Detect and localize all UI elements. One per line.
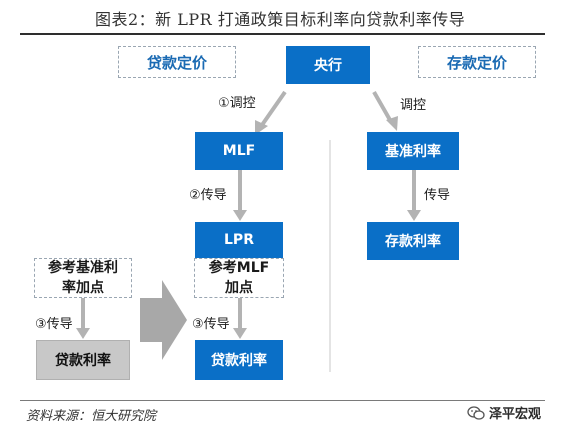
source-note: 资料来源：恒大研究院	[26, 409, 157, 424]
old-reference-node: 参考基准利 率加点	[34, 258, 132, 298]
deposit-pricing-label: 存款定价	[418, 46, 536, 78]
edge-label-cb-to-mlf: ①调控	[218, 96, 256, 111]
arrowhead-cb-to-mlf	[255, 120, 268, 135]
old-reference-line1: 参考基准利	[48, 260, 118, 276]
old-loan-rate-node: 贷款利率	[36, 340, 130, 380]
edge-label-new-ref-to-loan: ③传导	[192, 317, 230, 332]
benchmark-rate-node: 基准利率	[367, 132, 459, 170]
central-bank-node: 央行	[286, 46, 370, 84]
new-reference-node: 参考MLF 加点	[194, 258, 284, 298]
lpr-node: LPR	[195, 222, 283, 258]
arrowhead-old-ref-to-loan	[76, 328, 90, 339]
arrow-cb-to-mlf	[260, 90, 287, 127]
old-reference-line2: 率加点	[62, 280, 104, 296]
arrowhead-mlf-to-lpr	[233, 210, 247, 221]
new-reference-line1: 参考MLF	[208, 260, 270, 276]
watermark-text: 泽平宏观	[489, 407, 542, 422]
footer-divider	[20, 400, 545, 401]
edge-label-old-ref-to-loan: ③传导	[35, 317, 73, 332]
deposit-rate-node: 存款利率	[367, 222, 459, 260]
mlf-node: MLF	[195, 132, 283, 170]
edge-label-mlf-to-lpr: ②传导	[189, 188, 227, 203]
new-loan-rate-node: 贷款利率	[195, 340, 283, 380]
edge-label-benchmark-to-deposit: 传导	[424, 188, 451, 203]
new-reference-line2: 加点	[225, 280, 253, 296]
figure-title: 图表2：新 LPR 打通政策目标利率向贷款利率传导	[95, 10, 466, 29]
arrow-cb-to-benchmark	[372, 91, 392, 121]
arrowhead-benchmark-to-deposit	[407, 210, 421, 221]
title-divider	[20, 33, 545, 35]
arrowhead-new-ref-to-loan	[233, 328, 247, 339]
arrowhead-cb-to-benchmark	[386, 116, 398, 131]
wechat-icon	[467, 405, 485, 420]
watermark: 泽平宏观	[467, 403, 541, 422]
transition-arrow	[140, 280, 187, 360]
edge-label-cb-to-benchmark: 调控	[400, 98, 427, 113]
loan-pricing-label: 贷款定价	[118, 46, 236, 78]
